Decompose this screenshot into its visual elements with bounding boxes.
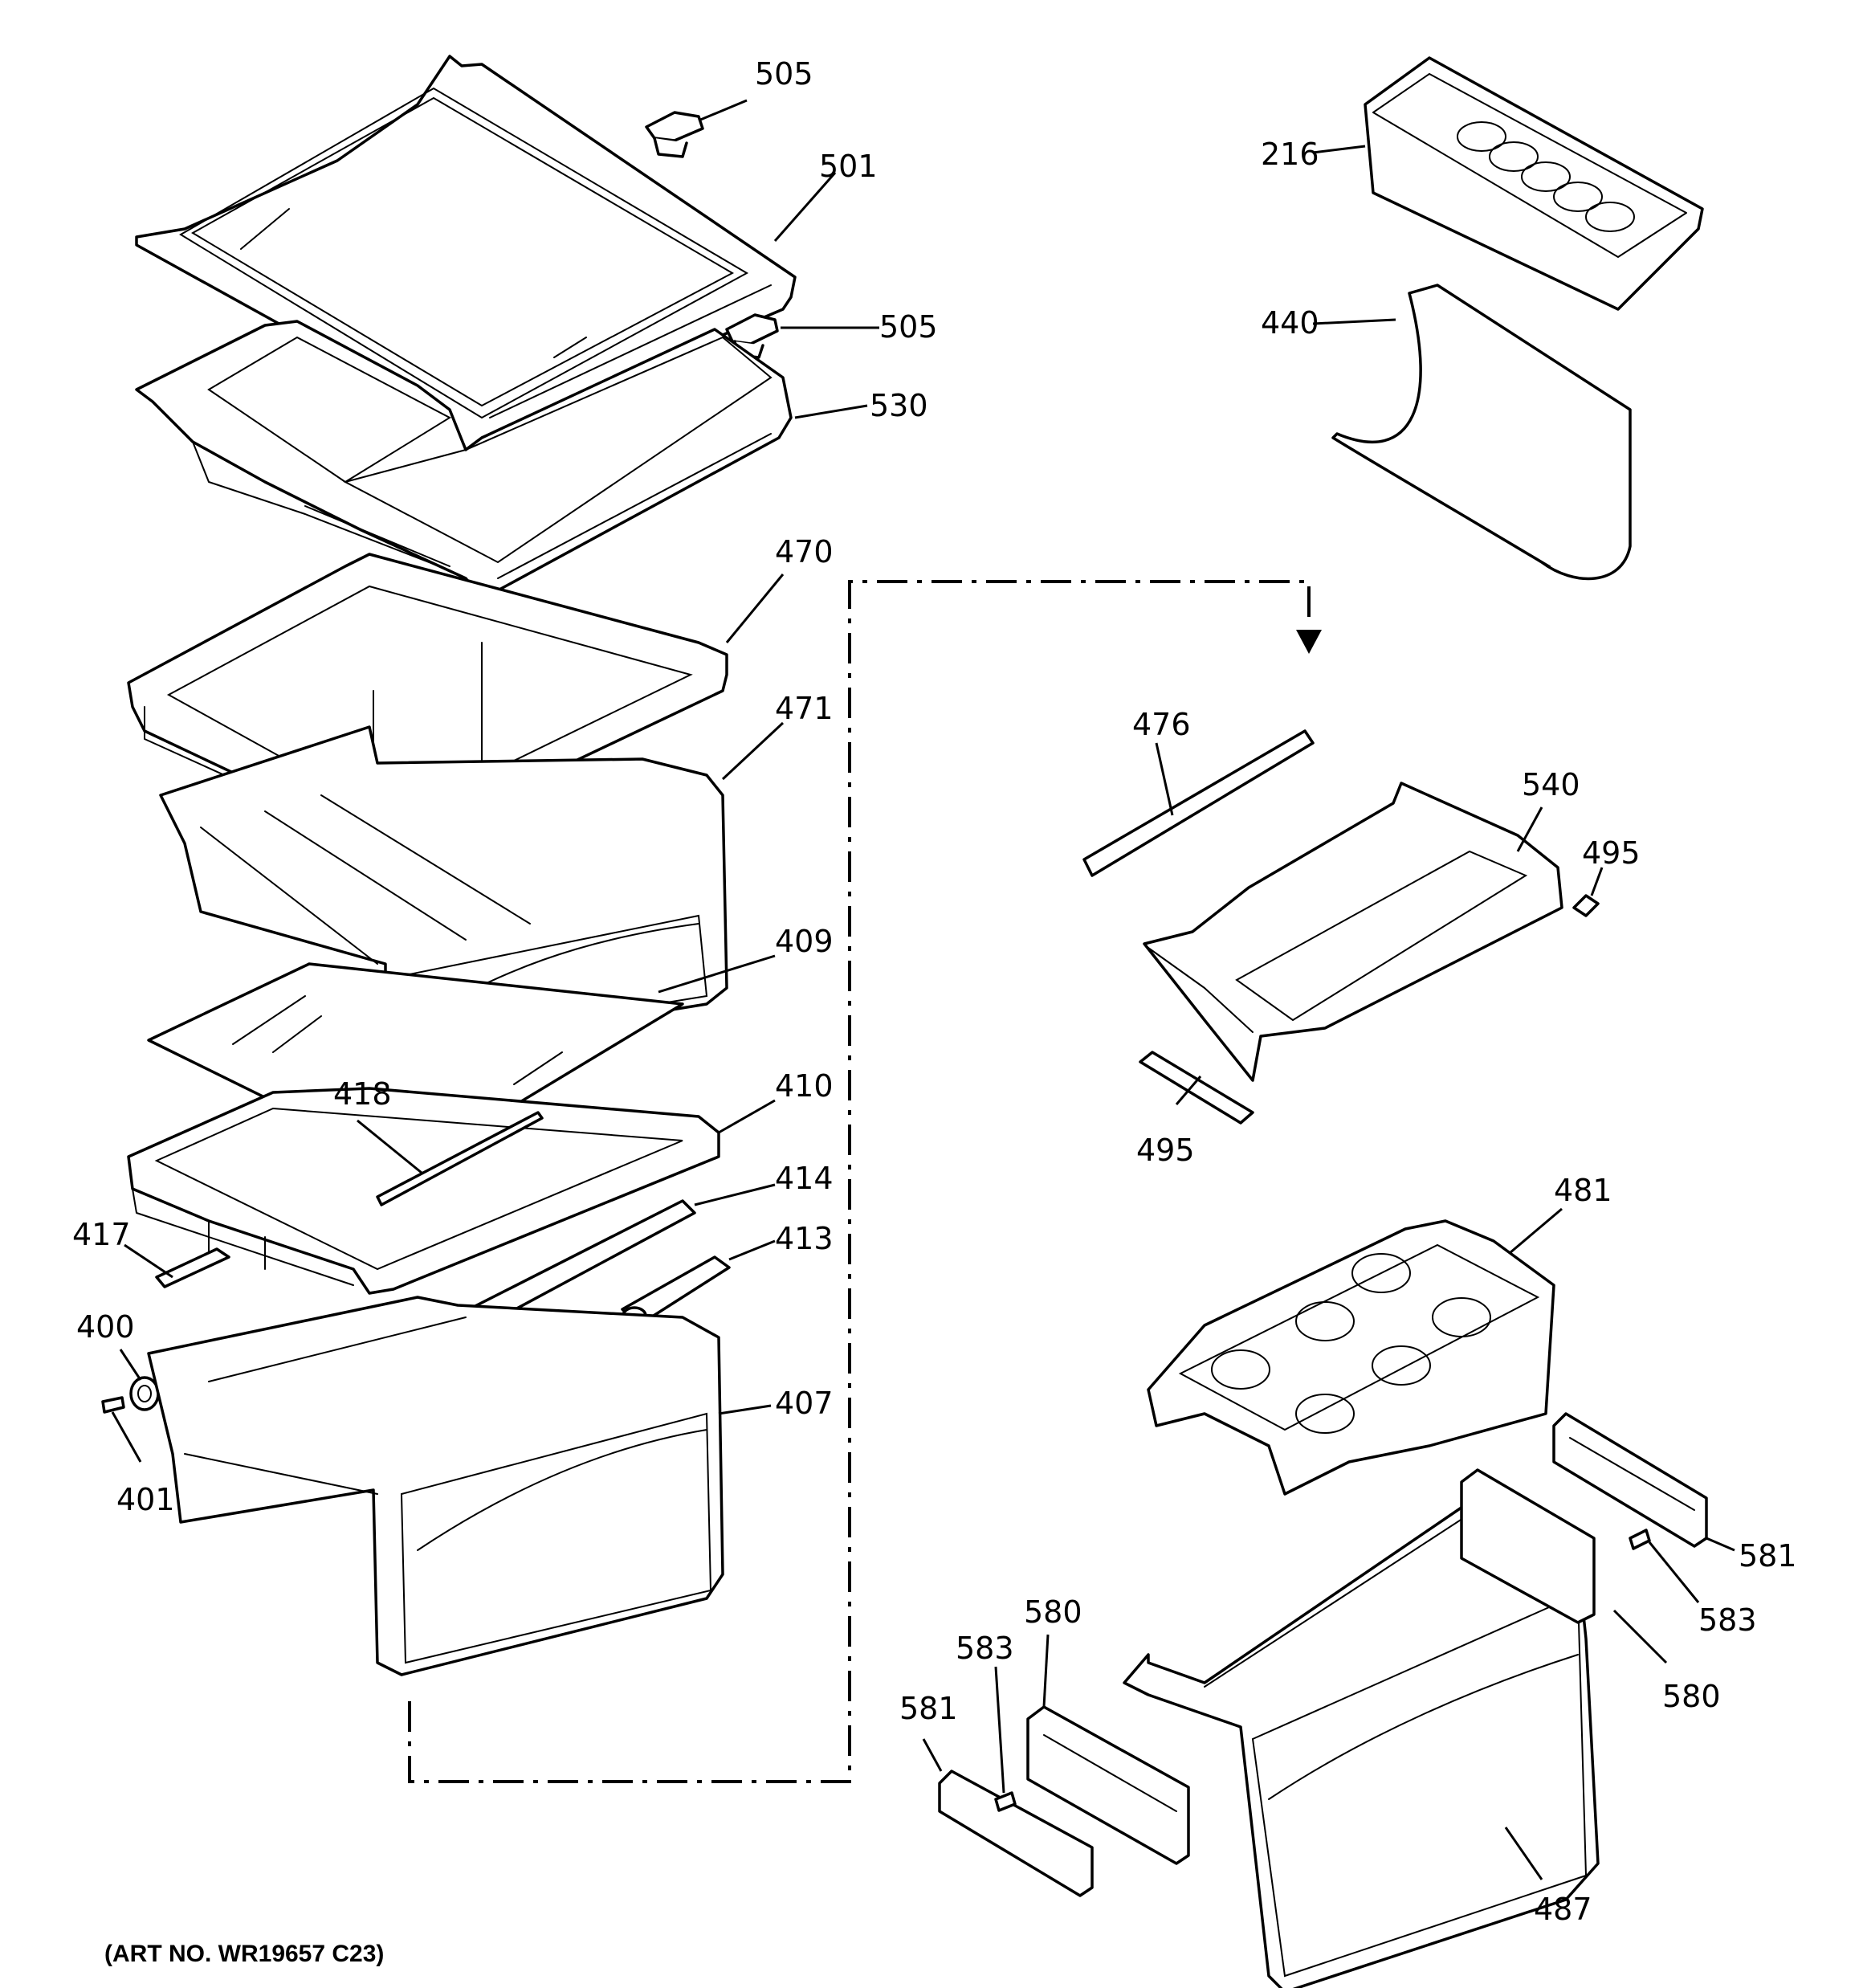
callout-413: 413 bbox=[775, 1221, 834, 1256]
callout-580-right: 580 bbox=[1662, 1679, 1721, 1714]
part-rod-418 bbox=[376, 1111, 544, 1206]
callout-471: 471 bbox=[775, 691, 834, 726]
indication-line bbox=[408, 580, 1322, 1783]
callout-410: 410 bbox=[775, 1068, 834, 1104]
callout-417: 417 bbox=[72, 1217, 131, 1252]
callout-581-left: 581 bbox=[899, 1691, 958, 1726]
callout-540: 540 bbox=[1522, 767, 1580, 802]
part-drawer-471 bbox=[159, 725, 728, 1054]
callout-407: 407 bbox=[775, 1386, 834, 1421]
callout-495-lower: 495 bbox=[1136, 1133, 1195, 1168]
callout-505-top: 505 bbox=[755, 56, 813, 92]
callout-580-left: 580 bbox=[1024, 1594, 1082, 1630]
callout-440: 440 bbox=[1261, 305, 1319, 341]
callout-487: 487 bbox=[1534, 1892, 1592, 1927]
callout-labels: 505 501 505 530 216 440 470 471 409 418 … bbox=[72, 56, 1797, 1927]
part-clip-505-top bbox=[645, 111, 704, 158]
part-screw-401 bbox=[101, 1396, 125, 1414]
part-cover-440 bbox=[1331, 284, 1632, 581]
part-shelf-501 bbox=[135, 55, 797, 451]
callout-530: 530 bbox=[870, 388, 928, 423]
part-tray-481 bbox=[1147, 1219, 1555, 1496]
part-screw-583-right bbox=[1629, 1529, 1651, 1550]
callout-414: 414 bbox=[775, 1161, 834, 1196]
part-screw-583-left bbox=[994, 1791, 1017, 1812]
callout-409: 409 bbox=[775, 924, 834, 959]
part-bracket-581-left bbox=[938, 1770, 1094, 1897]
callout-470: 470 bbox=[775, 534, 834, 569]
part-rail-495-lower bbox=[1139, 1051, 1254, 1125]
callout-216: 216 bbox=[1261, 137, 1319, 172]
callout-481: 481 bbox=[1554, 1173, 1612, 1208]
callout-418: 418 bbox=[333, 1076, 392, 1112]
part-rail-495-upper bbox=[1572, 894, 1600, 917]
callout-583-left: 583 bbox=[956, 1631, 1014, 1666]
callout-476: 476 bbox=[1132, 707, 1191, 742]
part-pan-487 bbox=[1123, 1500, 1600, 1988]
art-number: (ART NO. WR19657 C23) bbox=[104, 1941, 384, 1967]
callout-505-mid: 505 bbox=[879, 309, 938, 345]
part-bracket-581-right bbox=[1552, 1412, 1708, 1548]
leader-lines bbox=[111, 99, 1735, 1880]
part-slide-580-right bbox=[1460, 1468, 1596, 1624]
callout-583-right: 583 bbox=[1698, 1602, 1757, 1638]
callout-400: 400 bbox=[76, 1309, 135, 1345]
callout-495-upper: 495 bbox=[1582, 835, 1641, 871]
part-rail-417 bbox=[155, 1247, 230, 1288]
part-shelf-frame-530 bbox=[135, 320, 793, 600]
part-strip-476 bbox=[1082, 729, 1315, 877]
part-glass-409 bbox=[147, 962, 684, 1170]
callout-501: 501 bbox=[819, 149, 878, 184]
callout-581-right: 581 bbox=[1739, 1538, 1797, 1574]
callout-401: 401 bbox=[116, 1482, 175, 1517]
part-drawer-407 bbox=[147, 1296, 724, 1676]
part-bin-216 bbox=[1364, 56, 1704, 311]
part-crisper-frame-410 bbox=[127, 1087, 720, 1295]
part-shelf-540 bbox=[1143, 782, 1563, 1082]
arrow-down-icon bbox=[1296, 630, 1322, 654]
